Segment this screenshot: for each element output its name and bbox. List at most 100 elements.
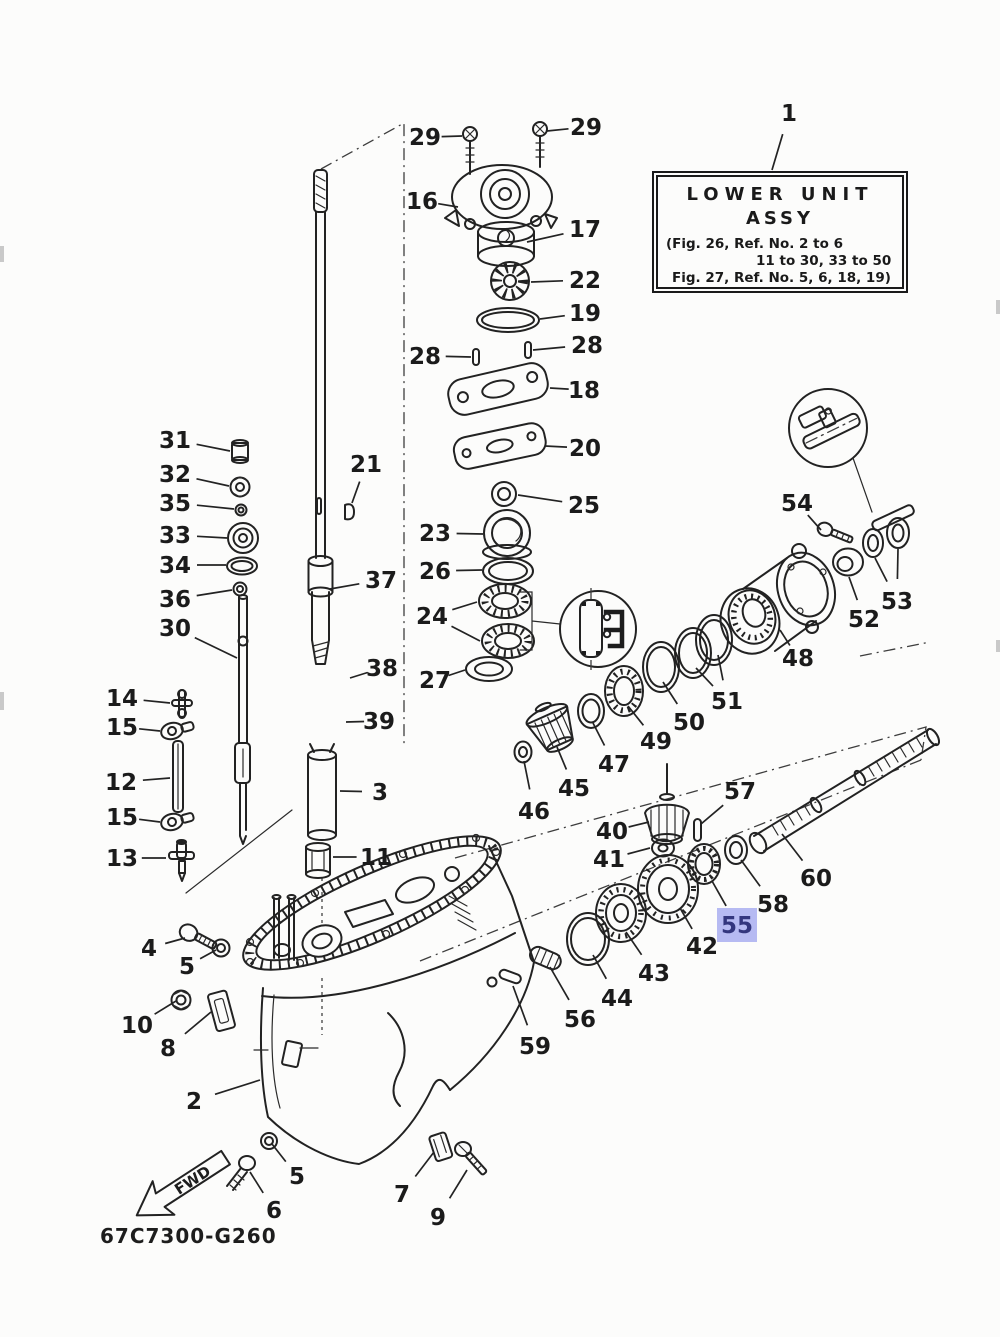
part-callout-32[interactable]: 32 bbox=[159, 462, 230, 488]
part-callout-5a[interactable]: 5 bbox=[179, 949, 217, 980]
part-callout-16[interactable]: 16 bbox=[406, 189, 459, 215]
part-callout-20[interactable]: 20 bbox=[544, 436, 601, 462]
leader-line bbox=[848, 576, 859, 601]
part-number-label: 28 bbox=[409, 344, 441, 370]
leader-line bbox=[717, 654, 724, 681]
part-callout-27[interactable]: 27 bbox=[419, 668, 466, 694]
part-nut-10-anode-8 bbox=[170, 989, 236, 1033]
part-callout-28a[interactable]: 28 bbox=[409, 344, 472, 370]
part-callout-41[interactable]: 41 bbox=[593, 847, 651, 873]
part-bolt-9 bbox=[454, 1141, 488, 1176]
part-callout-1[interactable]: 1 bbox=[771, 101, 797, 171]
part-callout-28b[interactable]: 28 bbox=[532, 333, 603, 359]
part-number-label: 32 bbox=[159, 462, 191, 488]
part-callout-9[interactable]: 9 bbox=[430, 1169, 468, 1231]
part-callout-51[interactable]: 51 bbox=[695, 654, 743, 715]
leader-line bbox=[154, 1000, 177, 1015]
part-callout-7[interactable]: 7 bbox=[394, 1151, 435, 1208]
part-clutch-55 bbox=[687, 843, 721, 885]
part-number-label: 39 bbox=[363, 709, 395, 735]
part-callout-18[interactable]: 18 bbox=[549, 378, 600, 404]
leader-line bbox=[779, 629, 791, 646]
part-number-label: 38 bbox=[366, 656, 398, 682]
part-callout-44[interactable]: 44 bbox=[592, 954, 633, 1012]
part-callout-26[interactable]: 26 bbox=[419, 559, 483, 585]
assy-box-title: LOWER UNIT bbox=[686, 184, 874, 205]
part-drive-shaft bbox=[307, 169, 355, 665]
leader-line bbox=[530, 279, 564, 283]
part-callout-52[interactable]: 52 bbox=[848, 576, 880, 633]
part-callout-58[interactable]: 58 bbox=[740, 859, 789, 918]
part-number-label: 12 bbox=[105, 770, 137, 796]
part-callout-53[interactable]: 53 bbox=[874, 548, 913, 615]
part-callout-13[interactable]: 13 bbox=[106, 846, 166, 872]
part-callout-33[interactable]: 33 bbox=[159, 523, 228, 549]
part-number-label: 25 bbox=[568, 493, 600, 519]
part-callout-5b[interactable]: 5 bbox=[271, 1143, 305, 1190]
part-forward-gear-42 bbox=[637, 854, 699, 924]
part-callout-14[interactable]: 14 bbox=[106, 686, 171, 712]
part-callout-23[interactable]: 23 bbox=[419, 521, 484, 547]
part-callout-22[interactable]: 22 bbox=[530, 268, 601, 294]
fwd-arrow-icon: FWD bbox=[135, 1149, 231, 1217]
part-callout-45[interactable]: 45 bbox=[556, 746, 590, 802]
part-callout-19[interactable]: 19 bbox=[539, 301, 601, 327]
part-callout-34[interactable]: 34 bbox=[159, 553, 226, 579]
part-callout-31[interactable]: 31 bbox=[159, 428, 231, 454]
part-callout-43[interactable]: 43 bbox=[625, 931, 670, 987]
part-number-label: 59 bbox=[519, 1034, 551, 1060]
part-callout-12[interactable]: 12 bbox=[105, 770, 171, 796]
part-callout-3[interactable]: 3 bbox=[339, 780, 388, 806]
part-number-label: 6 bbox=[266, 1198, 282, 1224]
part-callout-21[interactable]: 21 bbox=[350, 452, 382, 504]
leader-line bbox=[196, 535, 228, 539]
part-shift-rod bbox=[234, 594, 251, 845]
part-callout-15a[interactable]: 15 bbox=[106, 715, 161, 741]
part-number-label: 60 bbox=[800, 866, 832, 892]
part-number-label: 21 bbox=[350, 452, 382, 478]
part-callout-17[interactable]: 17 bbox=[526, 217, 601, 243]
part-callout-6[interactable]: 6 bbox=[249, 1171, 282, 1224]
part-callout-8[interactable]: 8 bbox=[160, 1011, 212, 1062]
part-callout-60[interactable]: 60 bbox=[781, 833, 832, 892]
part-callout-30[interactable]: 30 bbox=[159, 616, 238, 659]
part-callout-38[interactable]: 38 bbox=[349, 656, 398, 682]
part-number-label: 37 bbox=[365, 568, 397, 594]
part-callout-55[interactable]: 55 bbox=[711, 880, 757, 942]
part-callout-25[interactable]: 25 bbox=[517, 493, 600, 519]
part-callout-42[interactable]: 42 bbox=[679, 907, 718, 960]
part-number-label: 50 bbox=[673, 710, 705, 736]
part-callout-47[interactable]: 47 bbox=[592, 722, 630, 778]
part-pinion-45-washer-46 bbox=[513, 701, 574, 764]
part-callout-46[interactable]: 46 bbox=[518, 760, 550, 825]
part-callout-37[interactable]: 37 bbox=[329, 568, 397, 594]
part-callout-57[interactable]: 57 bbox=[700, 779, 756, 825]
part-number-label: 27 bbox=[419, 668, 451, 694]
part-trim-tab-7 bbox=[428, 1131, 454, 1163]
leader-line bbox=[271, 1143, 287, 1163]
part-number-label: 9 bbox=[430, 1205, 446, 1231]
part-callout-2[interactable]: 2 bbox=[186, 1079, 261, 1115]
part-link-rod-group bbox=[160, 689, 195, 882]
part-callout-15b[interactable]: 15 bbox=[106, 805, 161, 831]
part-callout-36[interactable]: 36 bbox=[159, 587, 233, 613]
detail-circle-anode-bar bbox=[788, 388, 915, 532]
part-number-label: 3 bbox=[372, 780, 388, 806]
part-callout-10[interactable]: 10 bbox=[121, 1000, 177, 1039]
part-callout-39[interactable]: 39 bbox=[345, 709, 395, 735]
part-number-label: 43 bbox=[638, 961, 670, 987]
part-callout-50[interactable]: 50 bbox=[662, 681, 705, 736]
part-callout-49[interactable]: 49 bbox=[627, 705, 672, 755]
part-callout-40[interactable]: 40 bbox=[596, 819, 650, 845]
part-callout-29b[interactable]: 29 bbox=[546, 115, 602, 141]
part-callout-29a[interactable]: 29 bbox=[409, 125, 463, 151]
part-callout-4[interactable]: 4 bbox=[141, 936, 186, 962]
part-callout-59[interactable]: 59 bbox=[512, 985, 551, 1060]
part-callout-48[interactable]: 48 bbox=[779, 629, 814, 672]
part-callout-54[interactable]: 54 bbox=[781, 491, 822, 531]
part-callout-11[interactable]: 11 bbox=[333, 845, 392, 871]
leader-line bbox=[517, 494, 563, 503]
part-callout-35[interactable]: 35 bbox=[159, 491, 235, 517]
part-callout-56[interactable]: 56 bbox=[549, 966, 596, 1033]
part-callout-24[interactable]: 24 bbox=[416, 601, 481, 642]
